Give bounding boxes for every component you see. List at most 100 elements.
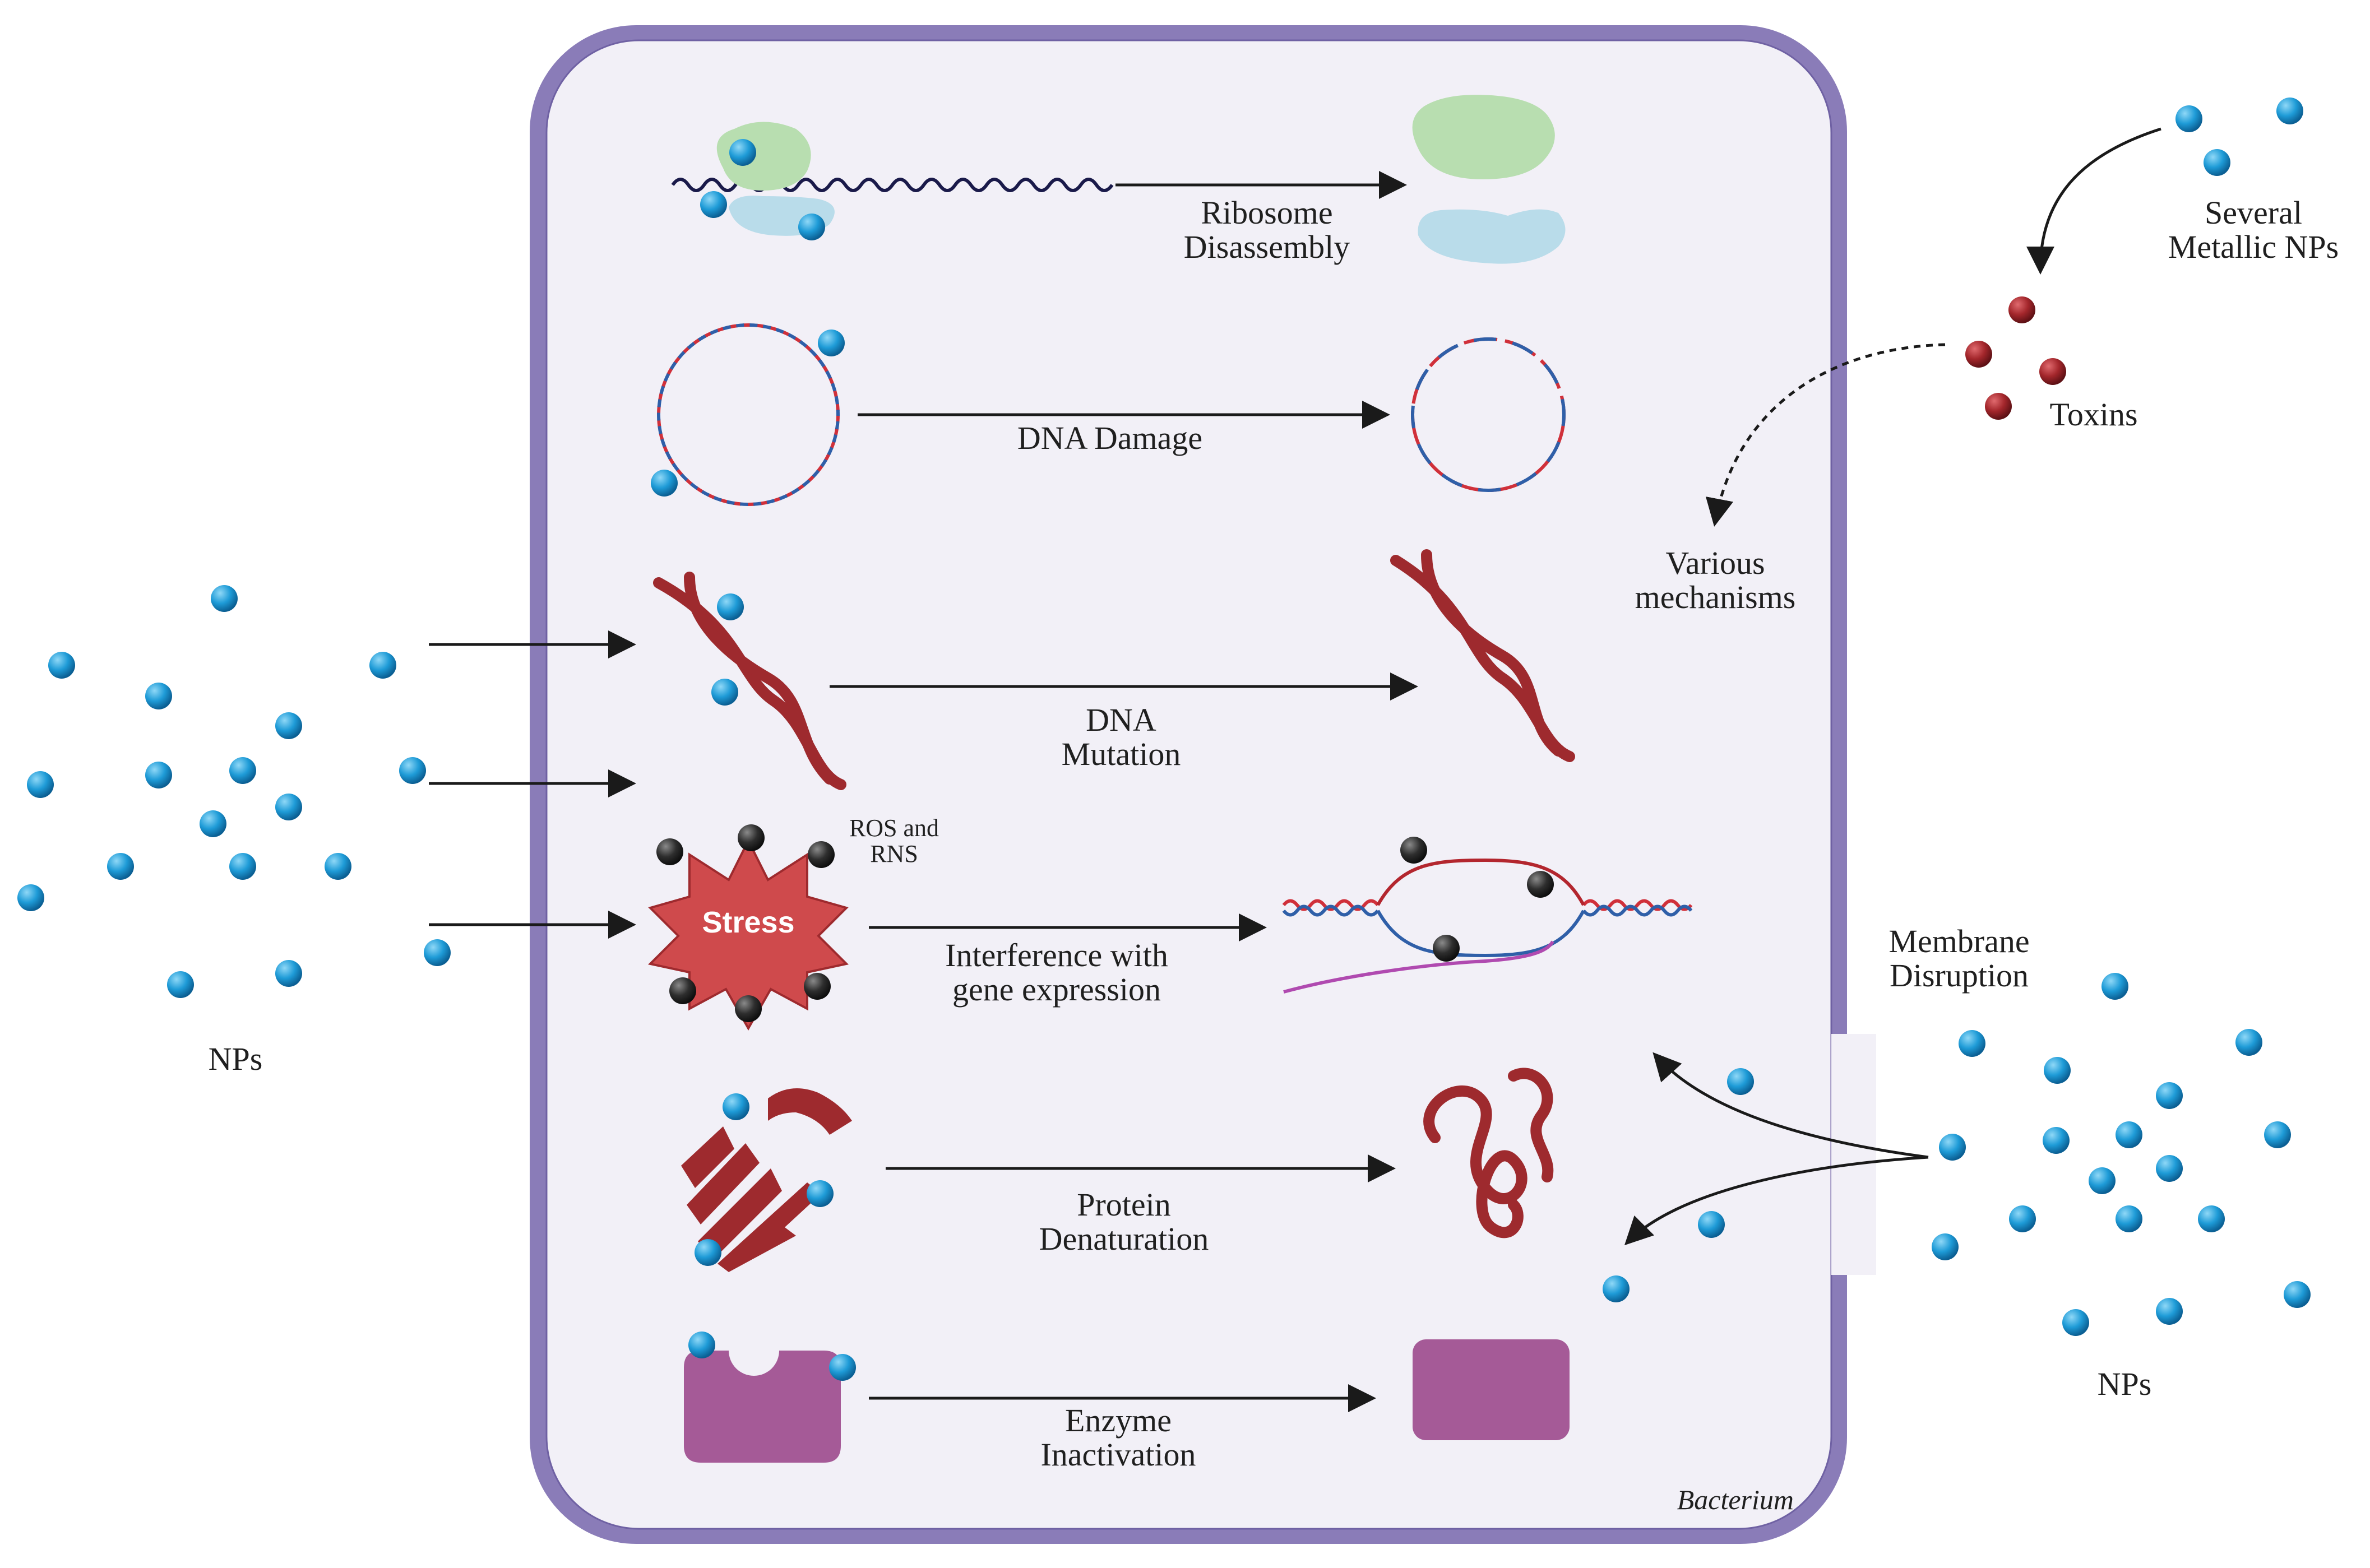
nanoparticle <box>275 960 302 987</box>
label-various-line2: mechanisms <box>1635 578 1796 615</box>
nanoparticle <box>700 191 727 218</box>
ros-particle <box>808 841 835 868</box>
nanoparticle <box>275 794 302 820</box>
nanoparticle <box>2009 1205 2036 1232</box>
ros-particle <box>804 973 831 1000</box>
nanoparticle <box>2284 1281 2311 1308</box>
membrane-gap <box>1831 1034 1876 1275</box>
nanoparticle <box>2043 1127 2070 1154</box>
nanoparticle <box>688 1332 715 1358</box>
nanoparticle <box>2044 1057 2071 1084</box>
label-protein: Protein Denaturation <box>1009 1186 1239 1257</box>
nanoparticle <box>711 679 738 706</box>
label-protein-line1: Protein <box>1077 1186 1171 1223</box>
nanoparticle <box>145 762 172 788</box>
folded-protein <box>681 1088 852 1272</box>
label-enzyme: Enzyme Inactivation <box>1003 1403 1233 1473</box>
nanoparticle <box>2116 1205 2142 1232</box>
label-stress: Stress <box>670 905 827 940</box>
nanoparticle <box>2089 1167 2116 1194</box>
label-various-line1: Various <box>1665 545 1765 581</box>
nanoparticle <box>211 585 238 612</box>
nanoparticle <box>798 214 825 240</box>
ros-particle <box>1527 871 1554 898</box>
nanoparticle <box>1698 1211 1725 1238</box>
nanoparticle <box>229 853 256 880</box>
ros-particle <box>738 824 765 851</box>
label-ribosome-line1: Ribosome <box>1201 194 1333 231</box>
label-bacterium-text: Bacterium <box>1677 1484 1794 1515</box>
nanoparticle <box>325 853 351 880</box>
nanoparticle <box>107 853 134 880</box>
stress-burst <box>647 838 849 1031</box>
label-nps-left-text: NPs <box>208 1041 263 1077</box>
plasmid-damaged-strand <box>1411 337 1566 492</box>
nanoparticle <box>369 652 396 679</box>
nanoparticle <box>275 712 302 739</box>
label-toxins-text: Toxins <box>2049 396 2138 433</box>
nanoparticle <box>723 1093 749 1120</box>
nanoparticle <box>399 757 426 784</box>
label-ros-line2: RNS <box>870 840 918 868</box>
label-dna-mutation: DNA Mutation <box>1009 703 1233 772</box>
nanoparticle <box>717 593 744 620</box>
nanoparticle <box>1727 1068 1754 1095</box>
ribosome-large-product <box>1412 95 1555 179</box>
label-toxins: Toxins <box>2029 396 2158 433</box>
plasmid-intact-strand <box>657 323 840 506</box>
nanoparticle <box>829 1354 856 1381</box>
nanoparticle <box>1959 1030 1985 1057</box>
nanoparticle <box>695 1239 721 1266</box>
dna-helix <box>653 572 846 790</box>
label-membrane-line1: Membrane <box>1888 923 2030 959</box>
denatured-protein <box>1423 1068 1554 1238</box>
nanoparticle <box>2156 1155 2183 1182</box>
nanoparticle <box>17 884 44 911</box>
transcription-bubble <box>1282 858 1693 994</box>
nanoparticle <box>1603 1275 1630 1302</box>
label-metallic-line2: Metallic NPs <box>2168 228 2339 265</box>
nanoparticle <box>200 810 226 837</box>
nanoparticle <box>167 971 194 998</box>
nanoparticle <box>1932 1233 1959 1260</box>
nanoparticle-group <box>17 98 2311 1381</box>
nanoparticle <box>2198 1205 2225 1232</box>
label-membrane-line2: Disruption <box>1889 957 2029 994</box>
label-gene-expression-line1: Interference with <box>945 937 1168 973</box>
nanoparticle <box>2235 1029 2262 1056</box>
toxin-particle <box>2008 296 2035 323</box>
label-gene-expression: Interference with gene expression <box>897 937 1216 1008</box>
toxin-particle <box>1985 393 2012 420</box>
label-membrane: Membrane Disruption <box>1867 923 2052 994</box>
nanoparticle <box>2101 973 2128 1000</box>
arrow-metallic-to-toxins <box>2026 127 2161 275</box>
label-ribosome-line2: Disassembly <box>1183 228 1350 265</box>
toxin-group <box>1965 296 2066 420</box>
nanoparticle <box>2116 1121 2142 1148</box>
nanoparticle <box>2156 1082 2183 1109</box>
nanoparticle <box>729 139 756 166</box>
label-stress-word: Stress <box>702 906 795 939</box>
nanoparticle <box>2062 1309 2089 1336</box>
nanoparticle <box>2156 1298 2183 1325</box>
label-ros-line1: ROS and <box>849 814 939 842</box>
arrow-membrane-lower <box>1624 1156 1929 1246</box>
nanoparticle <box>2204 149 2230 176</box>
label-protein-line2: Denaturation <box>1039 1220 1209 1257</box>
label-nps-right-text: NPs <box>2097 1366 2152 1402</box>
label-ribosome: Ribosome Disassembly <box>1155 196 1379 265</box>
ros-particle <box>735 995 762 1022</box>
enzyme-inactive <box>1413 1339 1570 1440</box>
label-nps-left: NPs <box>179 1042 291 1077</box>
nanoparticle <box>229 757 256 784</box>
nanoparticle <box>424 939 451 966</box>
nanoparticle <box>807 1180 834 1207</box>
label-dna-mutation-line2: Mutation <box>1061 735 1181 772</box>
ribosome-large-subunit <box>716 122 811 191</box>
label-gene-expression-line2: gene expression <box>952 971 1161 1008</box>
label-dna-mutation-line1: DNA <box>1086 702 1156 738</box>
ros-particle <box>1433 935 1460 962</box>
nanoparticle <box>2175 105 2202 132</box>
dna-helix-mutated <box>1390 549 1575 762</box>
label-enzyme-line2: Inactivation <box>1040 1436 1196 1473</box>
